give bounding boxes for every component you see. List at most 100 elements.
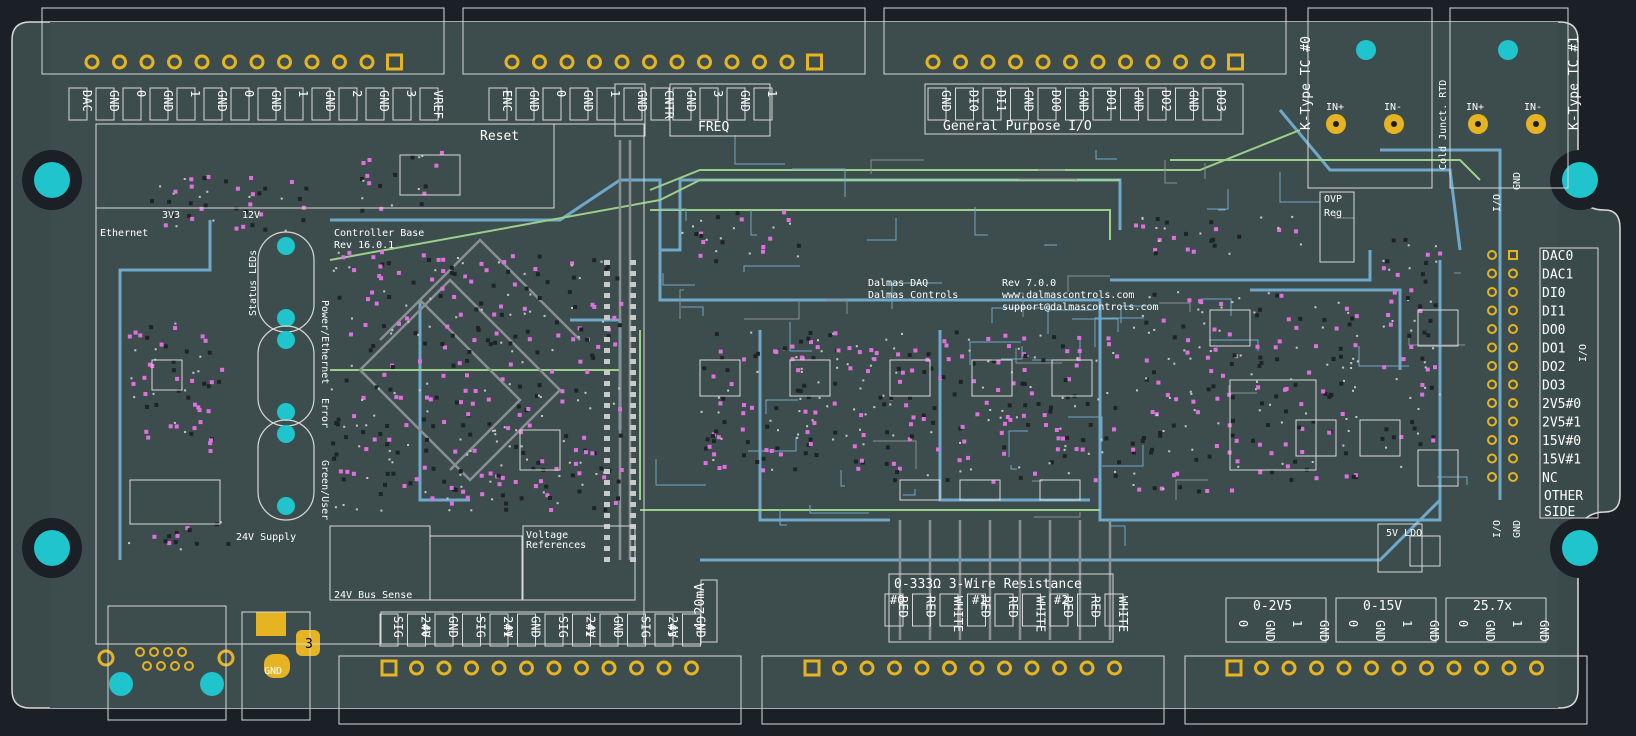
mount-hole-icon [1356, 40, 1376, 60]
smd-pad [145, 335, 150, 340]
smd-pad [712, 452, 717, 457]
smd-pad [372, 437, 377, 442]
smd-pad [984, 400, 989, 405]
smd-pad [1130, 292, 1135, 297]
smd-pad [519, 430, 523, 435]
smd-pad [427, 258, 431, 262]
trace-thin [1010, 465, 1017, 470]
smd-pad [378, 432, 383, 436]
smd-pad [720, 356, 725, 361]
smd-pad [1400, 465, 1403, 468]
res-header-label-box [912, 593, 931, 627]
smd-pad [722, 420, 727, 425]
dac-header-label-box [338, 87, 358, 121]
smd-pad [518, 384, 522, 389]
fpc-pin [630, 403, 636, 408]
trace-thin [744, 300, 800, 320]
smd-pad [394, 395, 399, 400]
smd-pad [1255, 313, 1260, 318]
ma-header-label-box [544, 613, 564, 647]
trace-thin [809, 505, 869, 514]
smd-pad [470, 509, 473, 512]
smd-pad [802, 383, 807, 388]
smd-pad [1297, 425, 1301, 430]
side-pin [1487, 361, 1497, 371]
smd-pad [337, 251, 340, 254]
smd-pad [534, 394, 539, 399]
smd-pad [407, 320, 410, 323]
smd-pad [423, 184, 428, 189]
ic-outline [129, 479, 221, 525]
smd-pad [377, 274, 382, 279]
dac-header-label: 1 [296, 90, 310, 97]
smd-pad [1161, 318, 1166, 323]
smd-pad [388, 449, 391, 452]
smd-pad [739, 217, 744, 222]
smd-pad [334, 452, 339, 457]
silkscreen-text: Reset Ethernet 3V3 12V Controller Base R… [100, 36, 1589, 677]
smd-pad [417, 359, 422, 364]
range-label: GND [1317, 620, 1331, 642]
smd-pad [592, 305, 597, 309]
header-pin [724, 54, 740, 70]
smd-pad [341, 255, 346, 260]
smd-pad [304, 186, 309, 191]
smd-pad [931, 420, 936, 425]
smd-pad [789, 222, 791, 225]
smd-pad [495, 440, 498, 443]
dac-header-label: 2 [350, 90, 364, 97]
smd-pad [349, 332, 353, 337]
smd-pad [1412, 426, 1417, 431]
smd-pad [568, 461, 571, 464]
smd-pad [798, 389, 803, 394]
smd-pad [418, 389, 421, 392]
other-side2: SIDE [1544, 505, 1575, 520]
smd-pad [390, 204, 393, 207]
smd-pad [365, 424, 368, 427]
smd-pad [1395, 272, 1400, 277]
smd-pad [720, 240, 725, 245]
smd-pad [719, 237, 722, 240]
dac-header-label-box [311, 87, 331, 121]
smd-pad [170, 213, 175, 218]
bus-sense-label: 24V Bus Sense [334, 590, 412, 601]
voltage-ref-label2: References [526, 540, 586, 551]
smd-pad [527, 423, 532, 428]
smd-pad [220, 367, 225, 372]
smd-pad [1234, 438, 1239, 443]
smd-pad [1185, 247, 1190, 252]
smd-pad [408, 481, 413, 486]
trace-thin [1437, 476, 1468, 485]
smd-pad [486, 397, 491, 402]
tc1-label: K-Type TC #1 [1567, 36, 1582, 130]
smd-pad [1022, 368, 1027, 372]
gpio-header-label: DO0 [1049, 90, 1063, 112]
smd-pad [1195, 410, 1200, 415]
smd-pad [217, 379, 222, 384]
smd-pad [577, 471, 582, 476]
dac-header-label-box [284, 87, 304, 121]
header-pin [697, 54, 712, 70]
header-pin [1529, 660, 1544, 676]
smd-pad [526, 407, 531, 411]
smd-pad [1133, 472, 1136, 475]
trace-thin [1047, 309, 1094, 334]
smd-pad [142, 375, 147, 380]
smd-pad [500, 464, 503, 467]
smd-pad [615, 276, 620, 281]
gpio-header-label: DO1 [1104, 90, 1118, 112]
smd-pad [583, 450, 588, 455]
side-label: DAC1 [1542, 268, 1573, 283]
smd-pad [393, 173, 398, 177]
fpc-pin [630, 546, 636, 551]
smd-pad [371, 344, 376, 348]
smd-pad [347, 250, 352, 255]
smd-pad [341, 477, 346, 482]
smd-pad [619, 301, 624, 306]
supply-pad [256, 612, 286, 636]
smd-pad [418, 156, 421, 159]
side-pin [1508, 268, 1518, 279]
res-header-label-box [939, 593, 959, 627]
header-pin [980, 54, 996, 70]
smd-pad [1020, 381, 1025, 386]
